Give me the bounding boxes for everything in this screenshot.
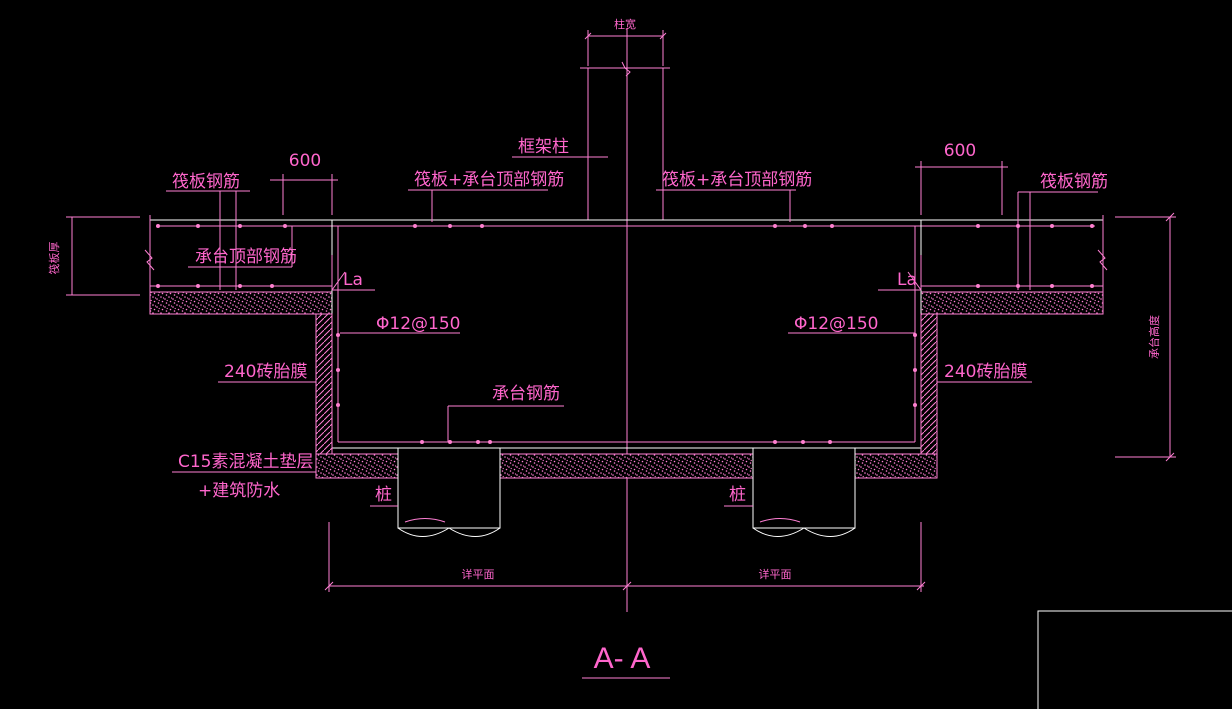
dim-600-right: 600	[915, 141, 1008, 215]
raft-thickness-dimension: 筏板厚	[47, 216, 140, 296]
cap-height-label: 承台高度	[1147, 315, 1161, 359]
phi12-left-label: Φ12@150	[376, 314, 460, 334]
title-block-frame	[1037, 610, 1232, 709]
section-left-label: 详平面	[462, 567, 495, 581]
raft-thickness-label: 筏板厚	[47, 242, 61, 275]
bottom-dimension: 详平面 详平面	[324, 522, 926, 592]
pile-left-label: 桩	[375, 485, 392, 505]
raft-cushion-left	[149, 291, 333, 315]
cap-height-dimension: 承台高度	[1115, 212, 1176, 462]
pile-right	[752, 447, 856, 537]
raft-cushion-right	[920, 291, 1104, 315]
la-right-label: La	[897, 270, 917, 290]
cap-rebar-label: 承台钢筋	[492, 384, 560, 404]
raft-cap-top-rebar-right-label: 筏板+承台顶部钢筋	[662, 170, 812, 190]
raft-rebar-right-label: 筏板钢筋	[1040, 172, 1108, 192]
dim-600-left-label: 600	[289, 151, 321, 171]
brick-mold-right-label: 240砖胎膜	[944, 362, 1027, 382]
pile-left	[397, 447, 501, 537]
phi12-right-label: Φ12@150	[794, 314, 878, 334]
section-title: A- A	[594, 642, 651, 675]
c15-cushion-label: C15素混凝土垫层	[178, 452, 314, 472]
frame-column-label: 框架柱	[518, 137, 569, 157]
column-width-label: 柱宽	[614, 17, 636, 31]
brick-mold-right	[920, 313, 938, 455]
frame-column	[580, 61, 670, 220]
rebar-dots	[156, 224, 1094, 444]
dim-600-right-label: 600	[944, 141, 976, 161]
cap-top-rebar-label: 承台顶部钢筋	[195, 247, 297, 267]
brick-mold-left	[315, 313, 333, 455]
la-left-label: La	[343, 270, 363, 290]
raft-cap-top-rebar-left-label: 筏板+承台顶部钢筋	[414, 170, 564, 190]
pile-right-label: 桩	[729, 485, 746, 505]
section-right-label: 详平面	[759, 567, 792, 581]
raft-rebar-left-label: 筏板钢筋	[172, 172, 240, 192]
brick-mold-left-label: 240砖胎膜	[224, 362, 307, 382]
waterproof-label: +建筑防水	[198, 481, 280, 501]
raft-slab	[144, 215, 1108, 292]
column-width-dimension: 柱宽	[584, 17, 667, 66]
dim-600-left: 600	[270, 151, 338, 215]
